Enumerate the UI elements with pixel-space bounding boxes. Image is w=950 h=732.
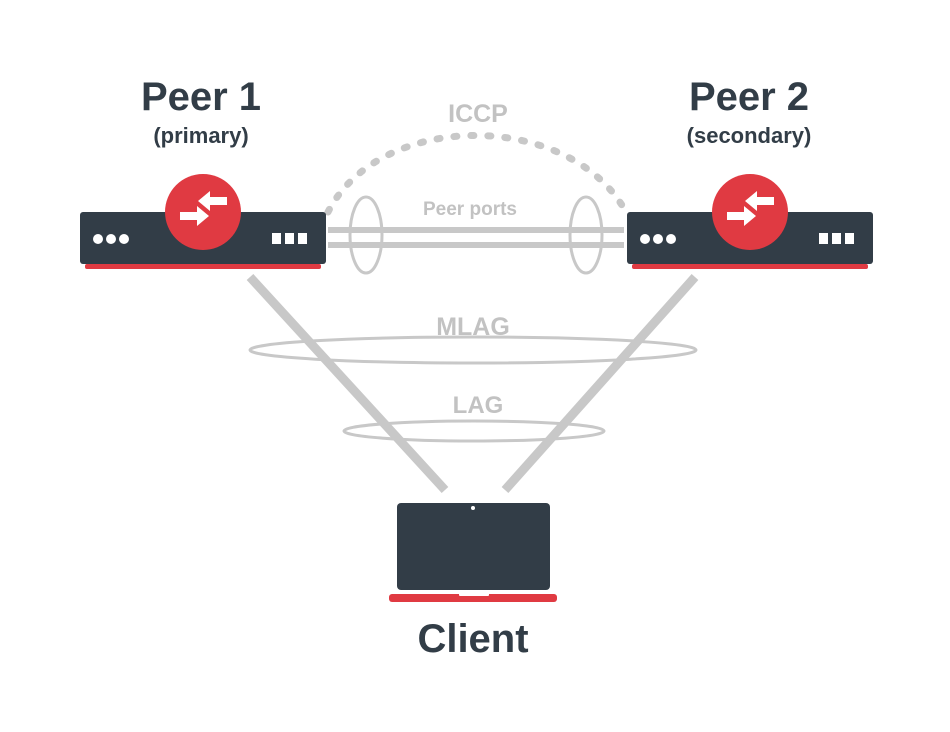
iccp-label: ICCP xyxy=(448,100,508,128)
peer2-status-dots xyxy=(640,234,676,244)
peer2-switch xyxy=(627,174,873,269)
peer1-title: Peer 1 xyxy=(141,75,261,119)
peer2-base-stripe xyxy=(632,264,868,269)
laptop-screen xyxy=(397,503,550,590)
laptop-icon xyxy=(389,503,557,602)
peer1-role: (primary) xyxy=(153,123,248,148)
peer-ports-label: Peer ports xyxy=(423,199,517,220)
peer2-title: Peer 2 xyxy=(689,75,809,119)
peer1-port-squares xyxy=(272,233,307,244)
peer2-port-squares xyxy=(819,233,854,244)
laptop-notch xyxy=(459,593,489,596)
lag-ellipse xyxy=(342,419,606,443)
peer1-base-stripe xyxy=(85,264,321,269)
laptop-base xyxy=(389,594,557,602)
mlag-ellipse xyxy=(248,335,698,365)
peer2-role: (secondary) xyxy=(687,123,812,148)
mlag-label: MLAG xyxy=(436,313,510,341)
swap-arrows-icon xyxy=(712,174,788,250)
laptop-camera xyxy=(471,506,475,510)
lag-label: LAG xyxy=(453,392,504,419)
peer-port-lag-right xyxy=(568,195,604,275)
client-link-peer1 xyxy=(246,273,449,494)
peer-port-lag-left xyxy=(348,195,384,275)
swap-arrows-icon xyxy=(165,174,241,250)
peer1-switch xyxy=(80,174,326,269)
client-link-peer2 xyxy=(501,274,699,493)
client-label: Client xyxy=(417,617,528,661)
iccp-link xyxy=(324,132,630,216)
peer1-status-dots xyxy=(93,234,129,244)
